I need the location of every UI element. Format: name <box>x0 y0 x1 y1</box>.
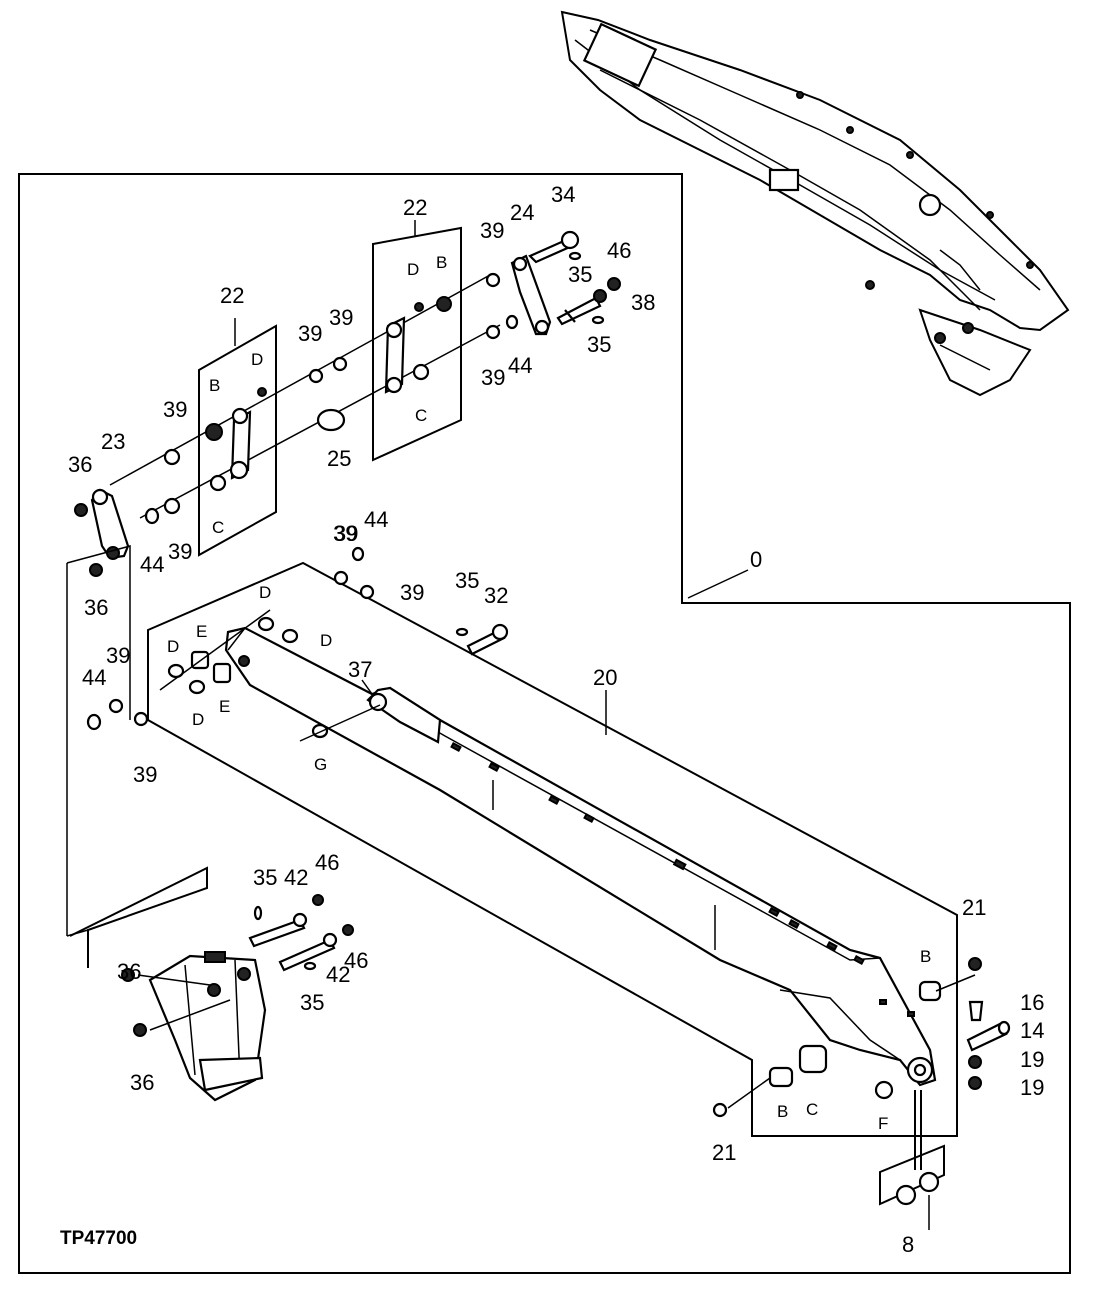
callout-46: 46 <box>344 948 368 973</box>
arm-20 <box>224 626 937 1087</box>
callout-42: 42 <box>326 962 350 987</box>
nut-46-top <box>607 277 621 291</box>
callout-46: 46 <box>315 850 339 875</box>
callout-36: 36 <box>117 959 141 984</box>
callout-14: 14 <box>1020 1018 1044 1043</box>
callout-32: 32 <box>484 583 508 608</box>
callout-24: 24 <box>510 200 534 225</box>
callout-39: 39 <box>298 321 322 346</box>
link-24 <box>510 254 552 336</box>
letter-d: D <box>320 631 332 650</box>
callout-19: 19 <box>1020 1075 1044 1100</box>
bucket-linkage <box>121 894 354 1102</box>
letter-b: B <box>920 947 931 966</box>
letter-g: G <box>314 755 327 774</box>
callout-22: 22 <box>403 195 427 220</box>
callout-42: 42 <box>284 865 308 890</box>
callout-44: 44 <box>82 665 106 690</box>
callout-34: 34 <box>551 182 575 207</box>
callout-37: 37 <box>348 657 372 682</box>
callout-39: 39 <box>133 762 157 787</box>
callout-39: 39 <box>163 397 187 422</box>
callout-0: 0 <box>750 547 762 572</box>
pin-32 <box>455 623 509 656</box>
callout-36: 36 <box>130 1070 154 1095</box>
callout-39: 39 <box>106 643 130 668</box>
letter-b: B <box>777 1102 788 1121</box>
letter-d: D <box>251 350 263 369</box>
callout-35: 35 <box>455 568 479 593</box>
callout-22: 22 <box>220 283 244 308</box>
callout-36: 36 <box>68 452 92 477</box>
callout-35: 35 <box>568 262 592 287</box>
letter-c: C <box>415 406 427 425</box>
letter-d: D <box>167 637 179 656</box>
arm-end-parts <box>712 957 1011 1230</box>
arm-frame-20 <box>147 561 958 1137</box>
callout-39: 39 <box>480 218 504 243</box>
letter-c: C <box>212 518 224 537</box>
callout-46: 46 <box>607 238 631 263</box>
letter-b: B <box>209 376 220 395</box>
callout-20: 20 <box>593 665 617 690</box>
callout-44: 44 <box>364 507 388 532</box>
group-frame-22-right <box>372 226 462 462</box>
callout-44: 44 <box>508 353 532 378</box>
pin-25 <box>316 408 346 432</box>
callout-35: 35 <box>253 865 277 890</box>
group-frame-22-left <box>198 324 277 557</box>
left-link-group-parts <box>74 387 267 577</box>
pin-34 <box>528 230 580 264</box>
callout-35: 35 <box>587 332 611 357</box>
callout-19: 19 <box>1020 1047 1044 1072</box>
callout-8: 8 <box>902 1232 914 1257</box>
letter-d: D <box>192 710 204 729</box>
part-callouts: 0 8 14 16 19 19 20 21 21 22 22 23 24 25 … <box>68 182 1044 1257</box>
letter-e: E <box>196 622 207 641</box>
figure-code: TP47700 <box>60 1228 137 1249</box>
letter-e: E <box>219 697 230 716</box>
letter-d: D <box>259 583 271 602</box>
callout-16: 16 <box>1020 990 1044 1015</box>
arm-bushings <box>86 546 375 739</box>
callout-21: 21 <box>962 895 986 920</box>
pin-38 <box>556 289 607 326</box>
callout-25: 25 <box>327 446 351 471</box>
callout-39: 39 <box>400 580 424 605</box>
letter-b: B <box>436 253 447 272</box>
letter-c: C <box>806 1100 818 1119</box>
bushing-letter-labels: B B B B C C C D D D D D D D E E F G <box>167 253 931 1133</box>
callout-39: 39 <box>334 521 358 546</box>
callout-39: 39 <box>168 539 192 564</box>
callout-39: 39 <box>481 365 505 390</box>
callout-38: 38 <box>631 290 655 315</box>
callout-23: 23 <box>101 429 125 454</box>
callout-35: 35 <box>300 990 324 1015</box>
letter-f: F <box>878 1114 888 1133</box>
letter-d: D <box>407 260 419 279</box>
right-link-group-parts <box>384 272 519 394</box>
diagram-frame <box>18 173 1071 1274</box>
callout-44: 44 <box>140 552 164 577</box>
callout-39: 39 <box>329 305 353 330</box>
callout-39: 39 <box>333 521 357 546</box>
bucket-frame <box>69 866 208 968</box>
callout-21: 21 <box>712 1140 736 1165</box>
callout-36: 36 <box>84 595 108 620</box>
boom-overview-sketch <box>560 10 1070 397</box>
